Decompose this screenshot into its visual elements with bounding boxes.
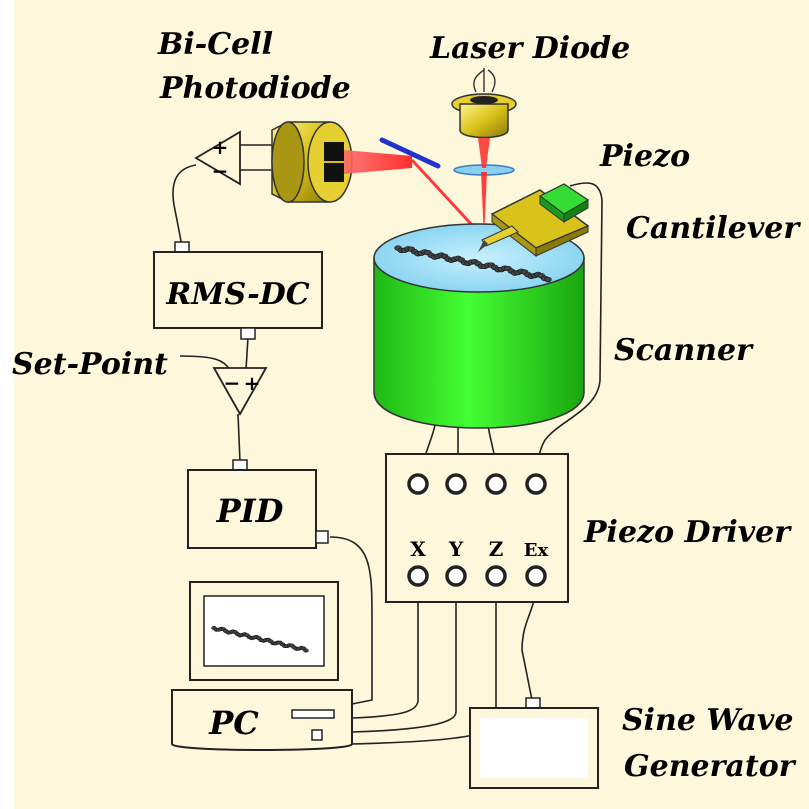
screen-molecule-image: [211, 626, 309, 653]
wire-pid-pc: [329, 536, 373, 705]
label-generator: Generator: [624, 749, 797, 784]
pc-power-button: [311, 729, 323, 741]
photodiode-amplifier: + −: [194, 130, 241, 186]
setpoint-minus-sign: −: [224, 371, 241, 395]
label-set-point: Set-Point: [12, 347, 168, 382]
driver-port-label-ex: Ex: [524, 540, 549, 561]
laser-can: [459, 103, 509, 139]
pc-screen: [203, 595, 325, 667]
driver-bottom-jack-y: [445, 565, 467, 587]
setpoint-amp-triangle: [212, 367, 268, 416]
sample-molecule: [394, 245, 552, 283]
cantilever-tip: [478, 240, 488, 252]
label-photodiode: Photodiode: [159, 71, 351, 106]
cantilever-chip-front: [491, 212, 537, 258]
label-cantilever: Cantilever: [626, 211, 801, 246]
scanner-body: [373, 257, 585, 429]
rms-dc-label: RMS-DC: [165, 277, 309, 312]
molecule-bead: [544, 276, 552, 283]
wire-y-pc: [351, 584, 457, 733]
driver-bottom-jack-z: [485, 565, 507, 587]
driver-top-jack-y: [445, 473, 467, 495]
label-sine-wave: Sine Wave: [622, 703, 793, 738]
label-scanner: Scanner: [614, 333, 754, 368]
driver-bottom-jack-x: [407, 565, 429, 587]
wire-rms-amp: [245, 336, 249, 371]
pc-case: [171, 689, 353, 751]
label-piezo-driver: Piezo Driver: [583, 515, 792, 550]
piezo-side: [563, 199, 589, 223]
driver-bottom-jack-ex: [525, 565, 547, 587]
driver-top-jack-x: [407, 473, 429, 495]
driver-port-label-y: Y: [448, 537, 464, 561]
laser-lead-3: [487, 69, 496, 93]
pid-module: PID: [187, 459, 329, 549]
amplifier-triangle: [194, 130, 241, 186]
driver-port-label-z: Z: [489, 537, 504, 561]
cantilever-beam: [481, 225, 519, 247]
pid-box: [187, 469, 317, 549]
driver-port-label-x: X: [410, 537, 426, 561]
screen-molecule-bead: [303, 648, 309, 653]
laser-lead-1: [473, 69, 485, 93]
pc-computer: PC: [171, 581, 353, 751]
setpoint-amplifier: − +: [212, 367, 268, 416]
pc-drive-slot: [291, 709, 335, 719]
photodiode-back: [271, 121, 305, 203]
sine-wave-generator: [469, 697, 599, 789]
setpoint-plus-sign: +: [244, 371, 261, 395]
laser-beam-detector: [344, 150, 412, 174]
laser-diode: [451, 68, 517, 139]
laser-beam-focus: [481, 172, 487, 238]
driver-top-jack-z: [485, 473, 507, 495]
rms-dc-box: [153, 251, 323, 329]
laser-beam-source: [478, 138, 490, 168]
rms-dc-module: RMS-DC: [153, 241, 323, 340]
driver-top-jack-ex: [525, 473, 547, 495]
label-piezo: Piezo: [599, 139, 690, 174]
label-laser-diode: Laser Diode: [429, 31, 630, 66]
wire-x-pc: [351, 584, 419, 719]
cantilever-assembly: [478, 183, 590, 258]
sine-generator-panel: [480, 718, 588, 778]
pc-label: PC: [208, 704, 259, 742]
pid-output-connector: [315, 530, 329, 544]
amp-minus-sign: −: [212, 159, 229, 183]
pid-label: PID: [216, 492, 284, 530]
label-bicell: Bi-Cell: [157, 27, 273, 62]
wire-amp-pid: [237, 413, 241, 463]
rms-output-connector: [240, 327, 256, 340]
scanner-cylinder: [373, 223, 585, 429]
steering-mirror: [379, 137, 441, 169]
amp-plus-sign: +: [212, 135, 229, 159]
laser-window: [470, 96, 498, 104]
bicell-photodiode: [271, 121, 353, 203]
wire-photodiode-rms: [172, 164, 197, 248]
